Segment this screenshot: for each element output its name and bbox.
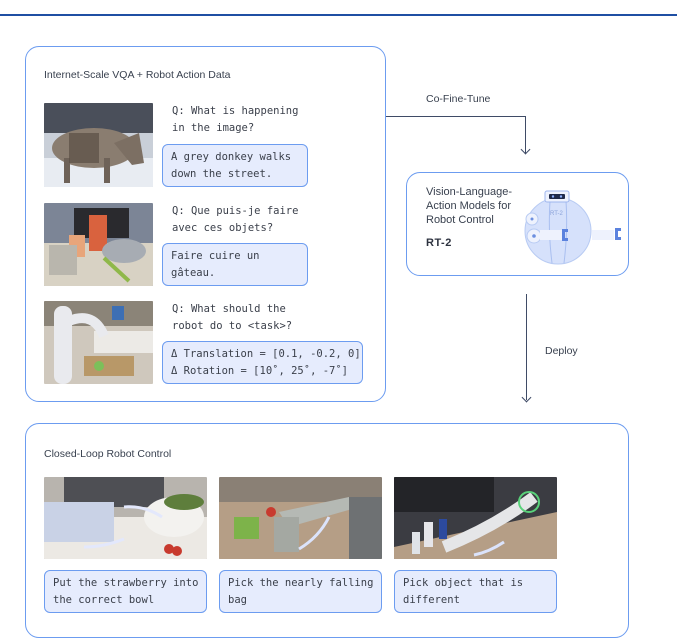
strawberry-bowl-photo: [44, 477, 207, 559]
question-text: Q: What is happening in the image?: [172, 105, 299, 134]
task-caption: Pick the nearly falling bag: [219, 570, 382, 613]
vqa-panel-title: Internet-Scale VQA + Robot Action Data: [44, 69, 231, 81]
answer-box: Faire cuire un gâteau.: [162, 243, 308, 286]
answer-box: A grey donkey walks down the street.: [162, 144, 308, 187]
deploy-label: Deploy: [545, 345, 578, 357]
baking-ingredients-photo: [44, 203, 153, 286]
rt2-model-card: [406, 172, 629, 276]
question-text: Q: What should the robot do to <task>?: [172, 303, 293, 332]
model-name: RT-2: [426, 237, 452, 249]
donkey-photo: [44, 103, 153, 187]
control-panel-title: Closed-Loop Robot Control: [44, 448, 172, 460]
task-caption: Put the strawberry into the correct bowl: [44, 570, 207, 613]
arrow-down-icon: [520, 144, 531, 155]
deploy-arrow-line: [526, 294, 528, 400]
cofinetune-arrow-vertical: [525, 116, 527, 153]
svg-text:RT-2: RT-2: [550, 211, 564, 217]
answer-box: Δ Translation = [0.1, -0.2, 0] Δ Rotatio…: [162, 341, 363, 384]
falling-bag-photo: [219, 477, 382, 559]
robot-arm-drawer-photo: [44, 301, 153, 384]
different-object-photo: [394, 477, 557, 559]
question-text: Q: Que puis-je faire avec ces objets?: [172, 205, 299, 234]
model-card-title: Vision-Language- Action Models for Robot…: [426, 186, 513, 226]
arrow-down-icon: [521, 392, 532, 403]
cofinetune-label: Co-Fine-Tune: [426, 93, 491, 105]
header-rule: [0, 14, 677, 16]
cofinetune-arrow-horizontal: [386, 116, 526, 118]
task-caption: Pick object that is different: [394, 570, 557, 613]
robot-illustration-icon: RT-2: [520, 183, 625, 268]
